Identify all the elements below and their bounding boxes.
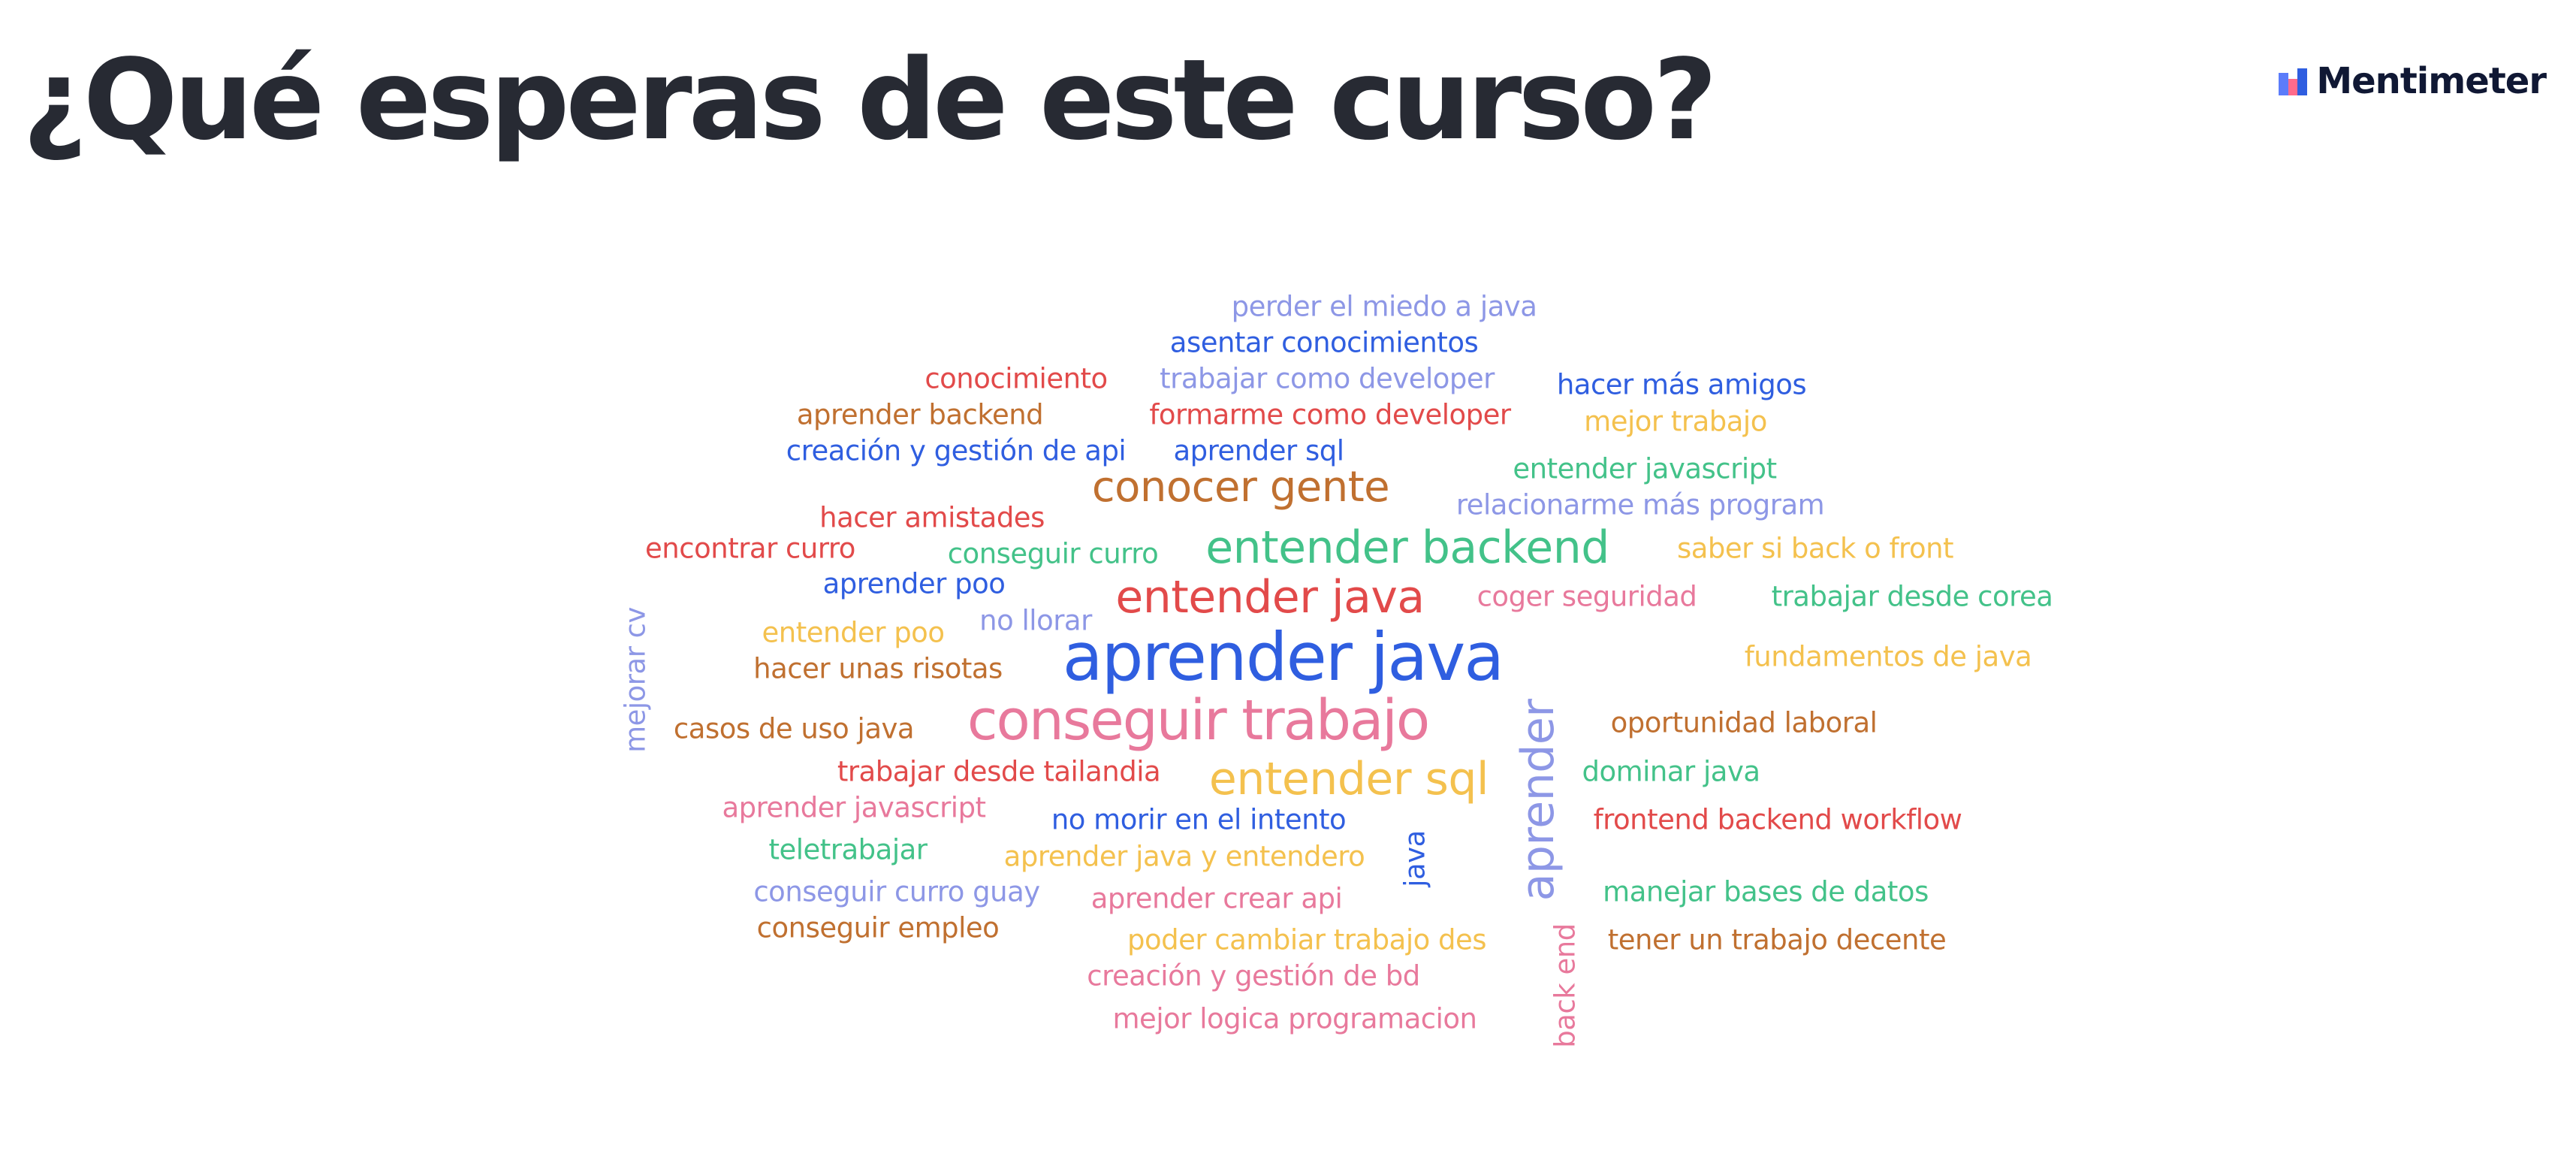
cloud-word: creación y gestión de bd [1087, 959, 1420, 992]
cloud-word: relacionarme más program [1455, 488, 1825, 521]
cloud-word: conseguir curro [947, 537, 1159, 570]
cloud-word: perder el miedo a java [1231, 290, 1537, 323]
cloud-word: dominar java [1582, 755, 1760, 788]
cloud-word: creación y gestión de api [786, 434, 1127, 467]
cloud-word: coger seguridad [1477, 580, 1697, 613]
cloud-word: asentar conocimientos [1169, 326, 1479, 359]
cloud-word: java [1398, 830, 1431, 887]
cloud-word: conseguir trabajo [967, 688, 1430, 753]
cloud-word: entender sql [1208, 753, 1489, 805]
cloud-word: aprender sql [1173, 434, 1344, 467]
cloud-word: entender java [1115, 571, 1425, 624]
cloud-word: no morir en el intento [1051, 803, 1347, 836]
cloud-word: back end [1549, 923, 1582, 1048]
cloud-word: teletrabajar [768, 833, 928, 866]
cloud-word: conseguir curro guay [753, 875, 1040, 908]
cloud-word: mejorar cv [619, 607, 652, 753]
cloud-word: aprender [1512, 699, 1564, 902]
cloud-word: conseguir empleo [756, 911, 1000, 944]
cloud-word: no llorar [979, 604, 1092, 637]
cloud-word: conocer gente [1091, 463, 1390, 512]
cloud-word: aprender poo [822, 567, 1006, 600]
cloud-word: mejor logica programacion [1112, 1002, 1477, 1035]
cloud-word: oportunidad laboral [1610, 706, 1878, 739]
slide-title: ¿Qué esperas de este curso? [23, 35, 1718, 165]
cloud-word: mejor trabajo [1584, 405, 1767, 438]
cloud-word: encontrar curro [645, 532, 855, 565]
cloud-word: fundamentos de java [1744, 640, 2032, 673]
cloud-word: conocimiento [925, 362, 1108, 395]
cloud-word: frontend backend workflow [1593, 803, 1962, 836]
cloud-word: casos de uso java [673, 712, 915, 745]
cloud-word: tener un trabajo decente [1607, 923, 1947, 956]
cloud-word: aprender java [1062, 618, 1504, 696]
cloud-word: aprender crear api [1090, 882, 1343, 915]
cloud-word: hacer amistades [819, 501, 1045, 534]
brand-name: Mentimeter [2316, 60, 2547, 102]
cloud-word: hacer unas risotas [753, 652, 1003, 685]
cloud-word: trabajar desde corea [1771, 580, 2053, 613]
mentimeter-logo-icon [2279, 68, 2308, 95]
cloud-word: poder cambiar trabajo des [1127, 923, 1487, 956]
cloud-word: aprender javascript [722, 791, 986, 824]
cloud-word: entender poo [762, 616, 945, 649]
cloud-word: trabajar como developer [1160, 362, 1495, 395]
brand-logo: Mentimeter [2279, 60, 2547, 102]
cloud-word: trabajar desde tailandia [837, 755, 1161, 788]
cloud-word: aprender java y entendero [1003, 840, 1365, 873]
cloud-word: entender backend [1205, 521, 1609, 574]
cloud-word: entender javascript [1513, 452, 1777, 485]
cloud-word: saber si back o front [1676, 532, 1954, 565]
cloud-word: manejar bases de datos [1603, 875, 1929, 908]
cloud-word: hacer más amigos [1556, 368, 1807, 401]
cloud-word: aprender backend [796, 398, 1044, 431]
cloud-word: formarme como developer [1149, 398, 1511, 431]
